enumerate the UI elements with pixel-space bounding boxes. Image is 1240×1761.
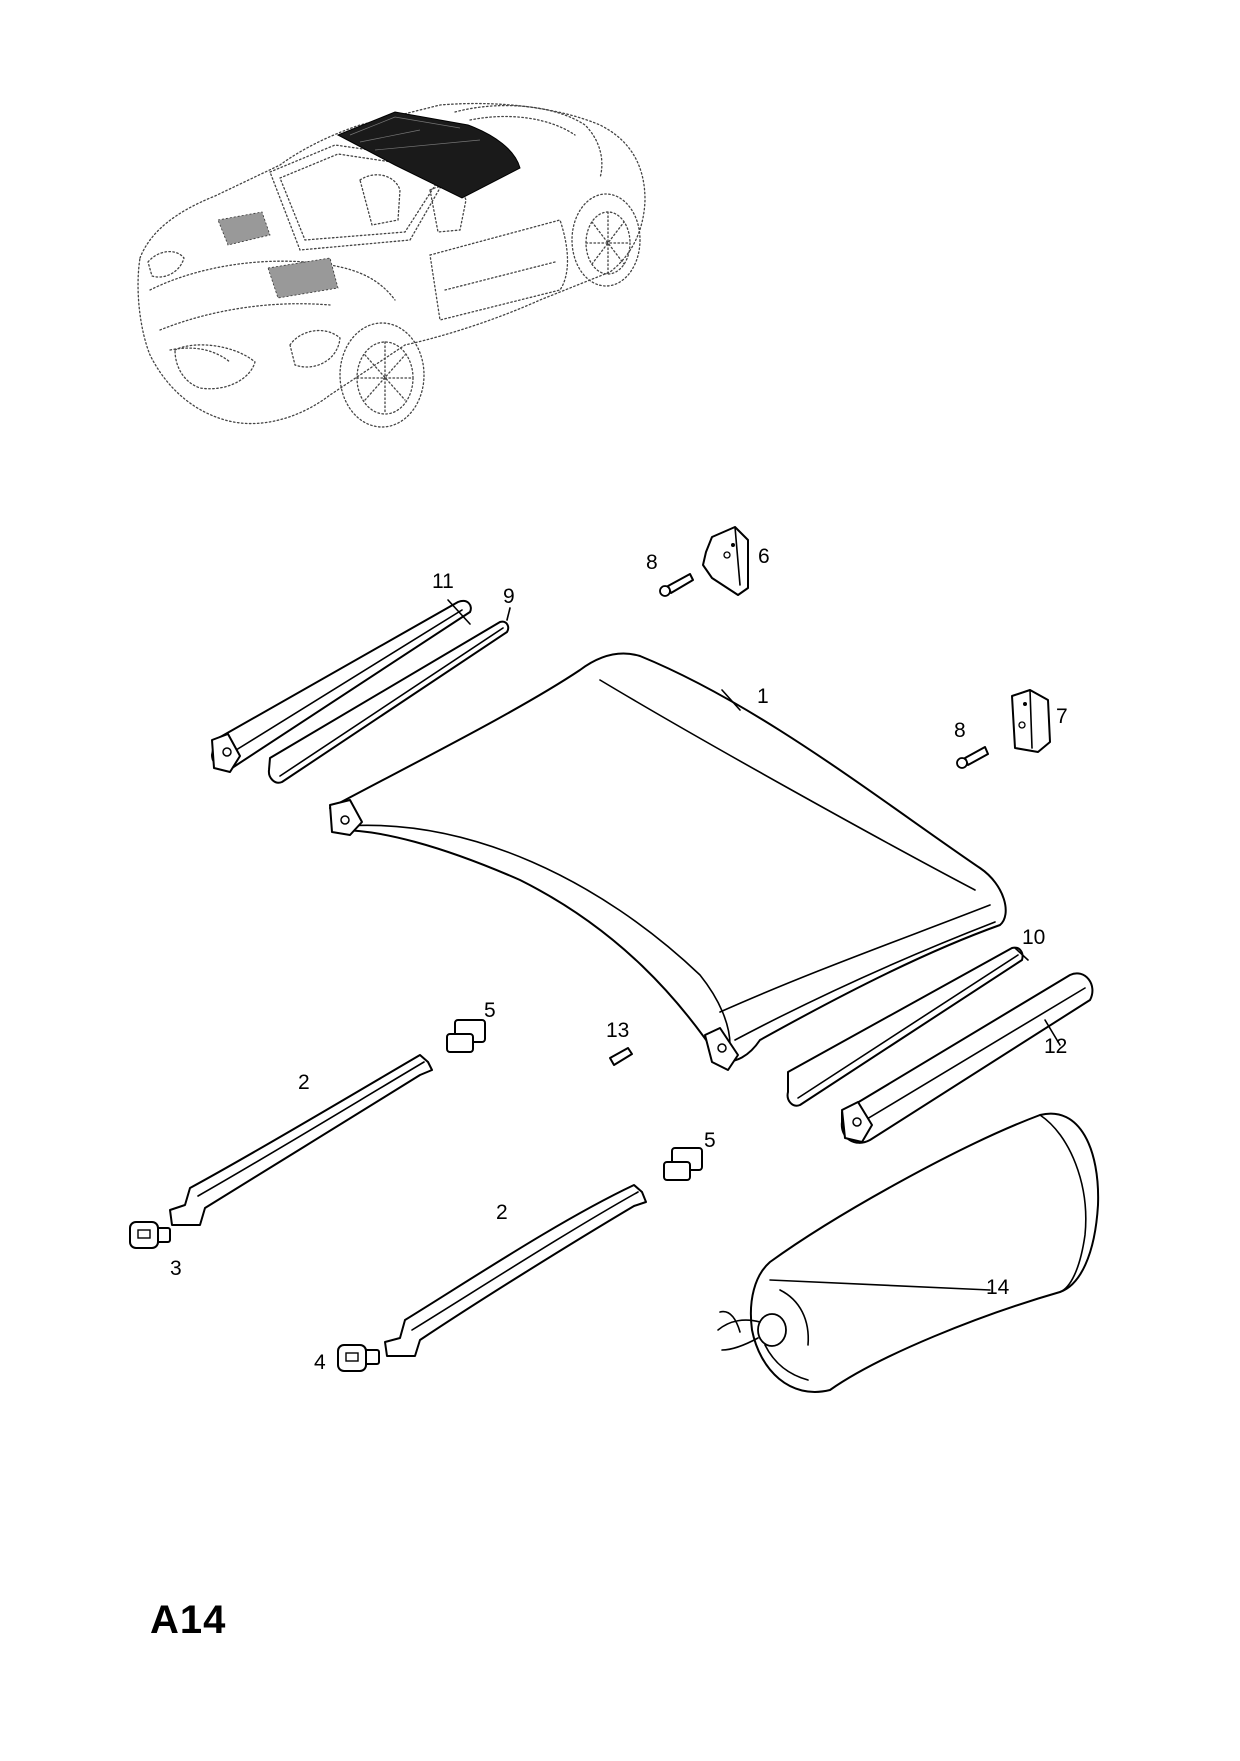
part-3-end-cap bbox=[129, 1221, 171, 1249]
part-9-trim-strip bbox=[267, 620, 510, 784]
part-5-clip bbox=[446, 1019, 486, 1053]
part-6-bracket bbox=[702, 526, 749, 596]
callout-part-3: 3 bbox=[170, 1257, 182, 1280]
part-8-bolt bbox=[659, 573, 694, 597]
part-13-pin bbox=[609, 1047, 633, 1066]
callout-part-2: 2 bbox=[298, 1071, 310, 1094]
callout-part-2-second: 2 bbox=[496, 1201, 508, 1224]
part-4-end-cap bbox=[337, 1344, 380, 1372]
part-2-hood-bow-second bbox=[384, 1184, 647, 1357]
callout-part-10: 10 bbox=[1022, 926, 1046, 949]
callout-part-5: 5 bbox=[484, 999, 496, 1022]
callout-part-13: 13 bbox=[606, 1019, 630, 1042]
reference-car-illustration bbox=[137, 102, 646, 428]
part-1-soft-top-hood bbox=[329, 652, 1007, 1071]
leader-lines bbox=[447, 599, 1061, 1291]
callout-part-11: 11 bbox=[432, 570, 454, 593]
part-12-seal-rail bbox=[840, 972, 1094, 1144]
callout-part-4: 4 bbox=[314, 1351, 326, 1374]
callout-part-7: 7 bbox=[1056, 705, 1068, 728]
callout-part-8: 8 bbox=[646, 551, 658, 574]
callout-part-1: 1 bbox=[757, 685, 769, 708]
callout-part-6: 6 bbox=[758, 545, 770, 568]
part-8-bolt-second bbox=[956, 746, 989, 769]
part-7-bracket bbox=[1011, 689, 1051, 753]
callout-part-9: 9 bbox=[503, 585, 515, 608]
part-11-seal-rail bbox=[211, 600, 472, 773]
part-2-hood-bow bbox=[169, 1054, 433, 1226]
callout-part-5-second: 5 bbox=[704, 1129, 716, 1152]
callout-part-14: 14 bbox=[986, 1276, 1010, 1299]
page-code: A14 bbox=[150, 1598, 227, 1642]
callout-part-12: 12 bbox=[1044, 1035, 1068, 1058]
part-5-clip-second bbox=[663, 1147, 703, 1181]
part-14-storage-bag bbox=[717, 1112, 1100, 1393]
callout-part-8-second: 8 bbox=[954, 719, 966, 742]
part-10-trim-strip bbox=[786, 946, 1024, 1107]
